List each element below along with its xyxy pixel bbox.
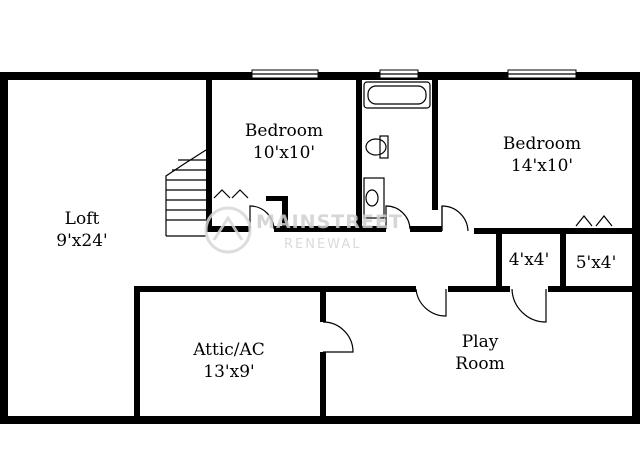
door-closet	[511, 288, 547, 323]
wall-bath-bottom	[362, 226, 386, 232]
door-bath	[385, 205, 411, 230]
watermark-name: MAINSTREET	[256, 211, 403, 233]
attic-name: Attic/AC	[192, 340, 265, 360]
wall-bedroom-small-bottom-left	[206, 226, 250, 232]
wall-attic-left	[134, 286, 140, 418]
bathtub	[363, 81, 431, 109]
room-labels: Loft 9'x24' Bedroom 10'x10' Bedroom 14'x…	[56, 121, 616, 382]
wall-left	[0, 72, 8, 424]
watermark-logo-icon	[204, 206, 252, 254]
outer-walls	[0, 72, 640, 424]
closet-b-size: 5'x4'	[576, 253, 617, 273]
wall-bedroom-small-right	[356, 78, 362, 230]
wall-bedroom-small-bottom-right	[274, 226, 362, 232]
windows	[251, 69, 577, 79]
door-bedroom-small	[249, 205, 275, 230]
wall-closet-mid	[560, 228, 566, 290]
play-room-line2: Room	[455, 354, 504, 374]
bedroom-small-size: 10'x10'	[253, 143, 315, 163]
wall-attic-right-a	[320, 286, 326, 322]
toilet-bowl	[365, 138, 387, 156]
loft-size: 9'x24'	[56, 231, 107, 251]
wall-bath-right	[432, 78, 438, 210]
door-attic	[322, 321, 354, 353]
wall-bedroom-large-bottom	[474, 228, 632, 234]
wall-right	[632, 72, 640, 424]
wall-top	[0, 72, 640, 80]
wall-attic-right-b	[320, 352, 326, 418]
doors	[249, 205, 547, 353]
wall-closet-left	[496, 228, 502, 290]
attic-size: 13'x9'	[203, 362, 254, 382]
watermark: MAINSTREET RENEWAL	[204, 206, 403, 254]
wall-closet-bottom	[496, 286, 510, 292]
bedroom-small-name: Bedroom	[245, 121, 323, 141]
wall-attic-top-b	[448, 286, 500, 292]
bath-fixtures	[363, 81, 431, 219]
bathtub-inner	[367, 85, 427, 105]
vanity	[363, 177, 385, 219]
sink	[365, 189, 379, 207]
toilet-tank	[379, 135, 389, 159]
wall-stub-top	[266, 196, 288, 201]
closet-bifolds	[213, 189, 613, 227]
bedroom-large-name: Bedroom	[503, 134, 581, 154]
loft-name: Loft	[65, 209, 100, 229]
bedroom-large-size: 14'x10'	[511, 156, 573, 176]
play-room-line1: Play	[462, 332, 499, 352]
wall-stub	[282, 196, 288, 230]
wall-bottom	[0, 416, 640, 424]
wall-bedroom-small-left	[206, 78, 212, 230]
stairs	[165, 149, 207, 237]
closet-a-size: 4'x4'	[509, 250, 550, 270]
wall-bath-bottom-b	[410, 226, 442, 232]
stair-rail	[165, 149, 207, 236]
door-bedroom-large	[441, 205, 469, 232]
wall-closet-bottom-b	[548, 286, 632, 292]
interior-walls	[134, 78, 632, 418]
door-play-room	[415, 288, 447, 317]
wall-attic-top	[134, 286, 416, 292]
watermark-sub: RENEWAL	[284, 237, 361, 252]
